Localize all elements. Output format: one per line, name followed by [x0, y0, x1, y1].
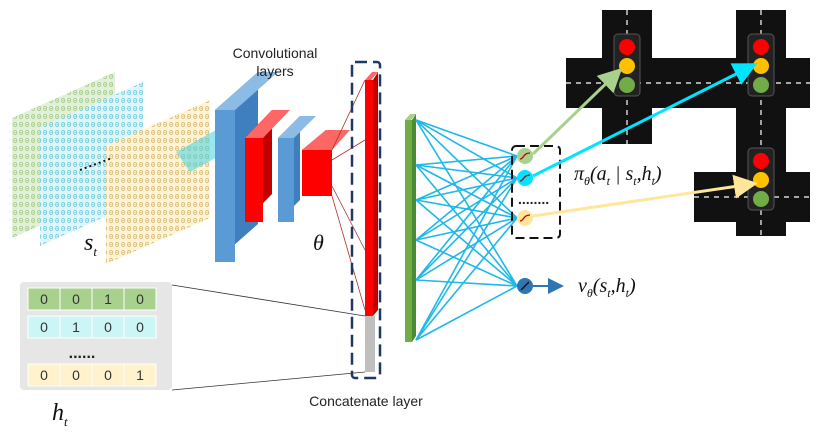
fc-edge [415, 217, 518, 341]
fc-edge [415, 164, 518, 287]
fc-edge [415, 177, 518, 201]
fc-edge [415, 177, 518, 241]
convolutional-layers [215, 72, 350, 262]
hidden-row-2: 0 1 0 0 [27, 315, 157, 339]
value-formula: vθ(st,ht) [578, 275, 636, 300]
policy-arrow-yellow [532, 174, 758, 218]
fc-edge [415, 155, 518, 241]
policy-output-box [511, 145, 561, 239]
conv-layers-label-line1: Convolutional [233, 45, 318, 61]
hidden-cell [123, 315, 157, 339]
state-label: st [84, 230, 97, 259]
hidden-cell-value: 0 [40, 367, 48, 383]
hidden-row-3: 0 0 0 1 [27, 363, 157, 387]
value-neuron [517, 278, 564, 294]
fc-edge [415, 119, 518, 219]
hidden-state-panel: 0 0 1 0 0 1 0 0 ...... 0 0 0 1 [20, 282, 172, 390]
state-planes [12, 72, 230, 264]
fc-edge [415, 155, 518, 281]
policy-neurons-ellipsis: ........ [518, 191, 549, 207]
fc-edge [415, 155, 518, 201]
policy-neuron-3 [517, 210, 533, 226]
concat-dashed-box [350, 60, 382, 380]
policy-neuron-2 [517, 170, 533, 186]
fc-layer-bar [405, 120, 412, 342]
hidden-cell-value: 1 [104, 291, 112, 307]
hidden-cell-value: 0 [136, 291, 144, 307]
theta-label: θ [313, 230, 324, 255]
policy-arrow-cyan [532, 63, 758, 178]
fc-edge [415, 119, 518, 287]
fc-edge [415, 279, 518, 287]
concat-hidden-part [365, 316, 375, 372]
conv-block-3 [278, 138, 294, 222]
fc-edge [415, 177, 518, 341]
hidden-row-1: 0 0 1 0 [27, 287, 157, 311]
hidden-cell-value: 0 [72, 367, 80, 383]
conv-block-1 [215, 110, 235, 262]
traffic-light-icon [613, 33, 641, 97]
fc-edge [415, 239, 518, 287]
sigmoid-icon [519, 152, 531, 160]
hidden-cell-value: 0 [40, 291, 48, 307]
sigmoid-icon [519, 214, 531, 222]
hidden-cell-value: 1 [72, 319, 80, 335]
hidden-to-concat-line-bottom [171, 371, 366, 391]
sigmoid-icon [519, 174, 531, 182]
concat-layer-label: Concatenate layer [309, 393, 423, 409]
traffic-light-icon [747, 33, 775, 97]
fc-edge [415, 164, 518, 179]
hidden-cell-value: 0 [136, 319, 144, 335]
hidden-cell-value: 0 [104, 367, 112, 383]
fc-edge [415, 155, 518, 166]
fully-connected-layer [405, 114, 416, 342]
hidden-label: ht [52, 400, 68, 429]
policy-arrow-green [531, 67, 623, 156]
fc-edge [415, 155, 518, 341]
hidden-cell-value: 1 [136, 367, 144, 383]
concatenate-layer [350, 60, 382, 380]
hidden-to-concat-line-top [171, 284, 366, 317]
hidden-cell-value: 0 [72, 291, 80, 307]
policy-formula: πθ(at | st,ht) [574, 163, 662, 188]
fc-edge [415, 119, 518, 179]
traffic-light-icon [747, 147, 775, 211]
hidden-cell-value: 0 [40, 319, 48, 335]
fc-edge [415, 285, 518, 341]
hidden-cell [123, 363, 157, 387]
fc-edge [415, 164, 518, 219]
conv-block-4 [302, 150, 332, 196]
linear-icon [520, 281, 530, 291]
hidden-cell [123, 287, 157, 311]
conv-layers-label-line2: layers [256, 63, 293, 79]
conv-to-concat-lines [331, 79, 366, 311]
fc-edge [415, 199, 518, 287]
fc-edge [415, 177, 518, 281]
hidden-rows-ellipsis: ...... [69, 345, 96, 362]
state-plane-yellow [106, 100, 210, 264]
fc-edges [415, 119, 518, 341]
concat-feature-part [365, 80, 373, 316]
hidden-cell-value: 0 [104, 319, 112, 335]
policy-neuron-1 [517, 148, 533, 164]
conv-block-2 [245, 138, 263, 222]
fc-edge [415, 119, 518, 157]
state-planes-ellipsis [79, 157, 113, 171]
